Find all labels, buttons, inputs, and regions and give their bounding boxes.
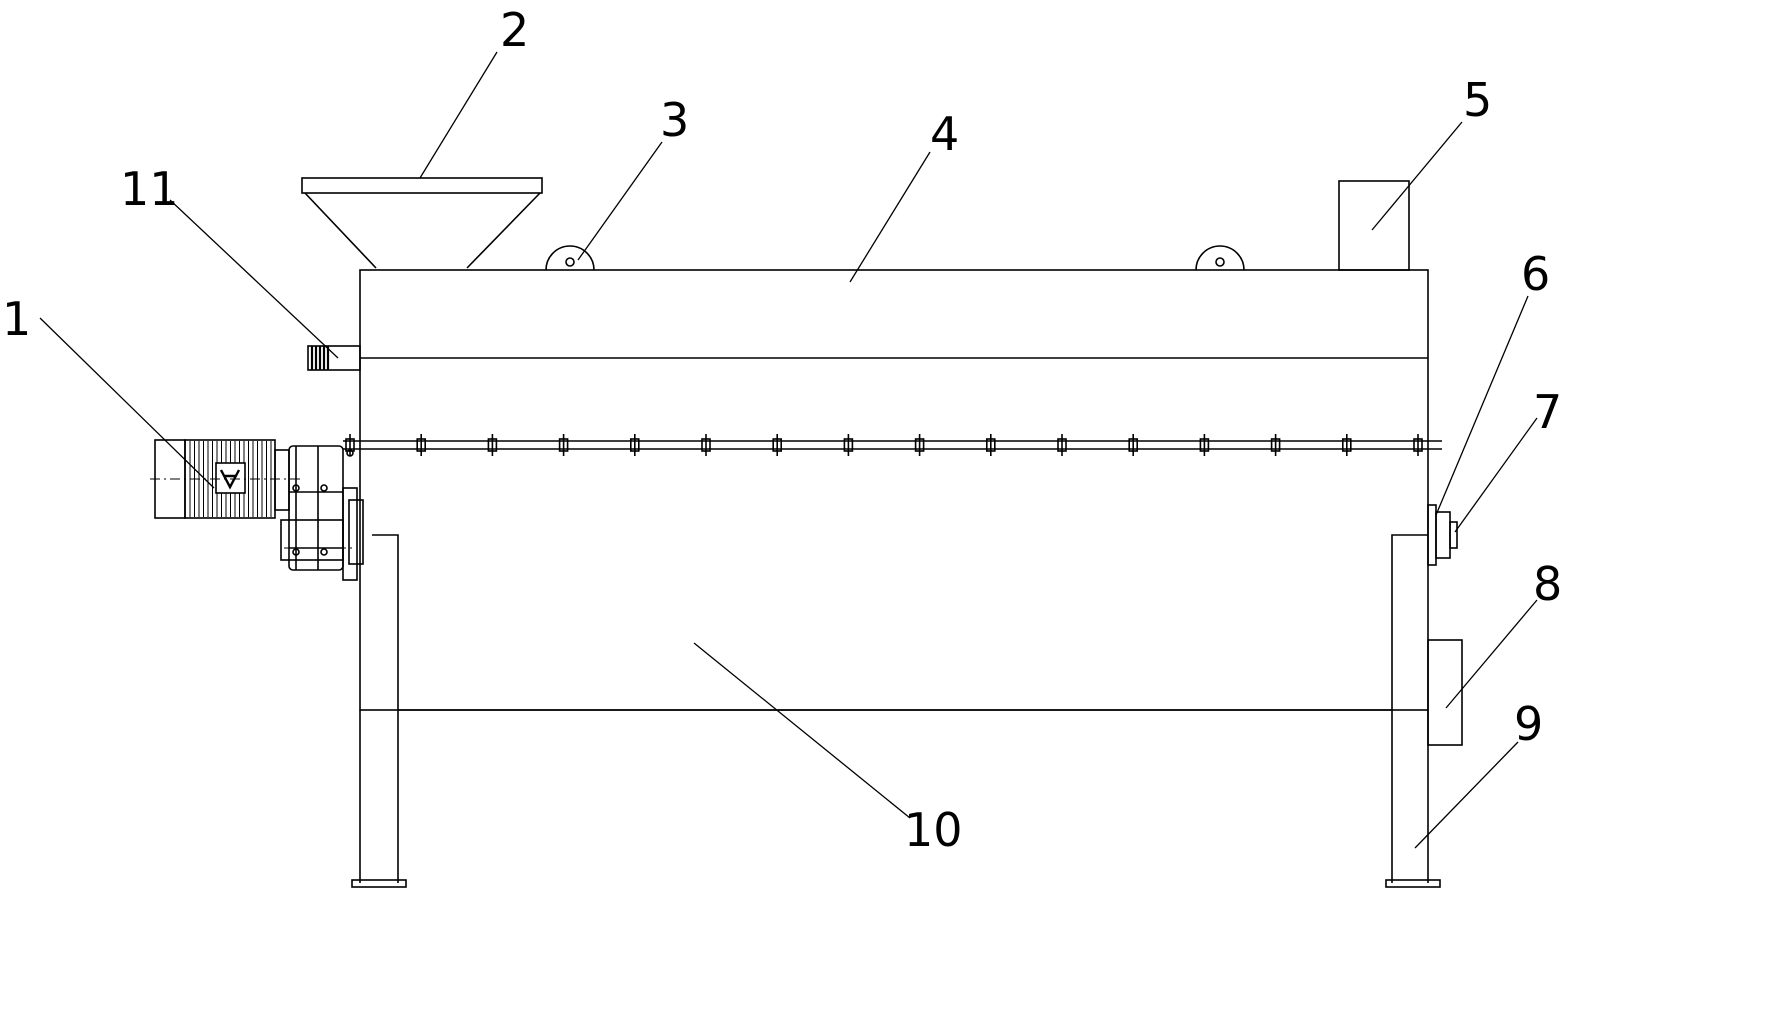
shaft-bolt [1128,434,1138,456]
main-shaft [343,440,1442,450]
shaft-bolt [1270,434,1281,456]
shaft-bolt [416,434,427,456]
shaft-bolt [1199,434,1210,456]
label-upper-housing: 4 [930,107,959,161]
shaft-bolt [1342,434,1352,456]
lifting-lug-left [545,245,595,271]
label-motor: 1 [2,292,31,346]
label-right-leg: 9 [1514,697,1543,751]
hopper-shape [301,177,543,269]
label-outlet-chimney: 5 [1463,73,1492,127]
right-leg-shape [1385,534,1441,888]
shaft-bolt [701,434,711,456]
motor-shape [150,439,300,519]
leader-lines [39,51,1538,849]
label-hopper: 2 [500,3,529,57]
right-bearing-shape [1427,504,1458,566]
shaft-bolt [985,434,996,456]
label-lifting-lug: 3 [660,93,689,147]
shaft-bolt [629,434,640,456]
shaft-bolt [1413,434,1423,456]
shaft-bolt [772,434,783,456]
left-leg [351,534,407,888]
side-box-shape [1427,639,1463,746]
inlet-pipe-shape [307,345,361,371]
shaft-bolt [345,434,355,456]
label-inlet-pipe: 11 [120,162,179,216]
reference-labels: 1 2 3 4 5 6 7 8 9 10 11 [2,3,1562,857]
label-side-box: 8 [1533,557,1562,611]
gearbox-shape [280,445,364,581]
shaft-bolt [914,434,925,456]
label-bearing-seat: 6 [1521,247,1550,301]
label-shaft-end: 7 [1533,385,1562,439]
main-housing [359,269,1429,711]
shaft-bolts [345,434,1423,456]
outlet-chimney-shape [1338,180,1410,271]
lifting-lug-right [1195,245,1245,271]
label-lower-housing: 10 [904,803,963,857]
shaft-bolt [843,434,854,456]
shaft-bolt [558,434,569,456]
shaft-bolt [1057,434,1067,456]
shaft-bolt [487,434,498,456]
